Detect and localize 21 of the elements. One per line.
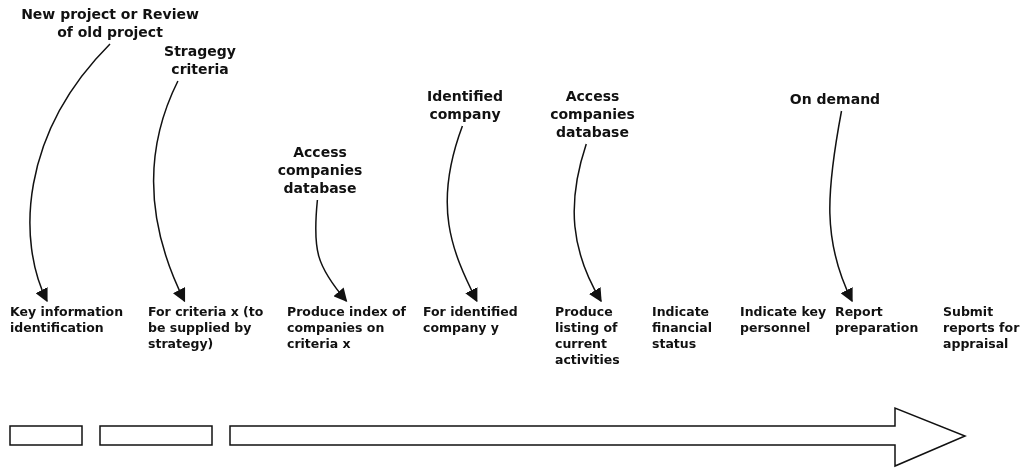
stage-label: For identified company y [423, 304, 551, 336]
curved-arrow [446, 125, 478, 303]
input-note: Identified company [400, 87, 530, 123]
curved-arrow [314, 199, 348, 303]
input-note: Access companies database [530, 87, 655, 141]
curved-arrow [29, 43, 111, 303]
stage-label: For criteria x (to be supplied by strategy) [148, 304, 283, 352]
stage-label: Produce index of companies on criteria x [287, 304, 419, 352]
stage-label: Indicate key personnel [740, 304, 828, 336]
stage-label: Report preparation [835, 304, 935, 336]
input-note: On demand [770, 90, 900, 108]
curved-arrow [573, 143, 602, 303]
stage-label: Produce listing of current activities [555, 304, 647, 368]
input-note: New project or Review of old project [15, 5, 205, 41]
curved-arrow [152, 80, 186, 303]
stage-label: Key information identification [10, 304, 142, 336]
stage-label: Indicate financial status [652, 304, 713, 352]
input-note: Access companies database [255, 143, 385, 197]
stage-label: Submit reports for appraisal [943, 304, 1021, 352]
input-note: Stragegy criteria [135, 42, 265, 78]
curved-arrow [829, 110, 854, 303]
